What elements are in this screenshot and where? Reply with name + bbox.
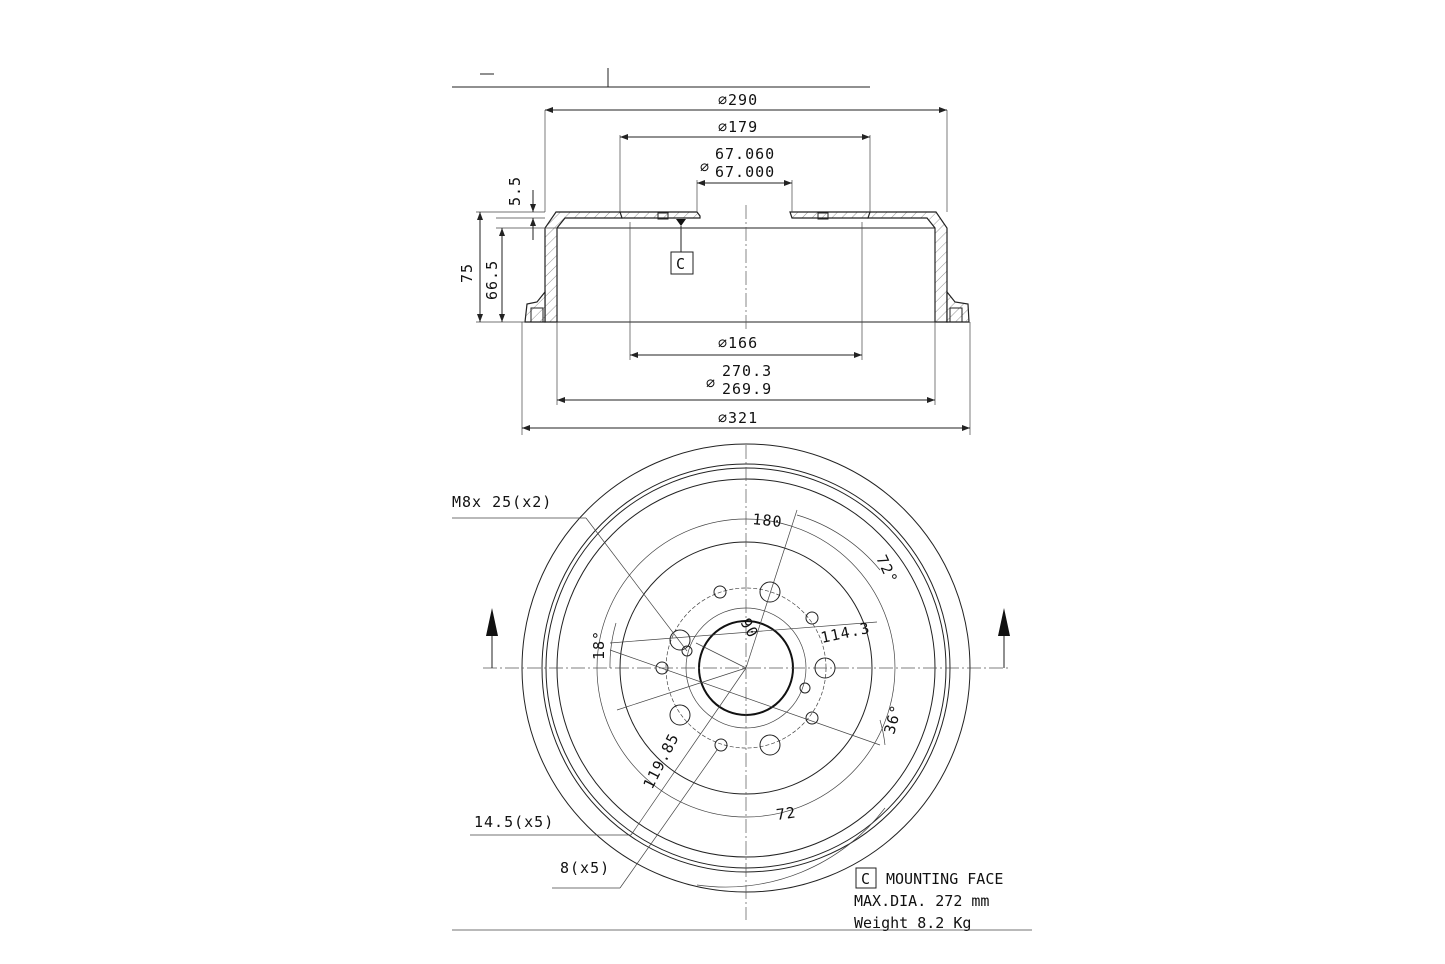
dim-dia-166: ∅166 xyxy=(718,334,758,352)
section-arrow-right-icon xyxy=(998,608,1010,636)
datum-c-box xyxy=(670,251,694,275)
dia-symbol-270: ∅ xyxy=(706,374,716,392)
datum-note-label: C xyxy=(861,870,870,888)
drum-section-right-flange xyxy=(946,290,970,323)
dim-dia-270-min: 269.9 xyxy=(722,380,772,398)
angle-18: 18° xyxy=(590,630,608,660)
hole-small-callout: 8(x5) xyxy=(560,859,610,877)
weight-note: Weight 8.2 Kg xyxy=(854,914,971,932)
dim-dia-321: ∅321 xyxy=(718,409,758,427)
dim-119-85: 119.85 xyxy=(640,730,683,792)
section-arrow-left-icon xyxy=(486,608,498,636)
notes: C MOUNTING FACE MAX.DIA. 272 mm Weight 8… xyxy=(854,867,1003,932)
section-view: C ∅290 ∅179 ∅ 67.060 67.000 ∅166 ∅ xyxy=(458,91,971,435)
thread-callout: M8x 25(x2) xyxy=(452,493,552,511)
mounting-face-note: MOUNTING FACE xyxy=(886,870,1003,888)
dim-height-total: 75 xyxy=(458,263,476,283)
large-holes xyxy=(669,581,836,756)
frame-lines xyxy=(452,68,1032,931)
dim-dia-67-min: 67.000 xyxy=(715,163,775,181)
dim-height-inner: 66.5 xyxy=(483,260,501,300)
hole-large-callout: 14.5(x5) xyxy=(474,813,554,831)
dia-symbol-67: ∅ xyxy=(700,158,710,176)
dim-90: 90 xyxy=(737,615,763,641)
dim-dia-270-max: 270.3 xyxy=(722,362,772,380)
angle-72-top: 72° xyxy=(872,552,901,587)
datum-c-label: C xyxy=(676,255,686,273)
max-dia-note: MAX.DIA. 272 mm xyxy=(854,892,989,910)
small-holes xyxy=(655,585,819,752)
front-view: M8x 25(x2) 180 72° 18° 90 114.3 36° 119.… xyxy=(452,443,1010,920)
drum-section-left-flange xyxy=(524,290,546,323)
dim-dia-67-max: 67.060 xyxy=(715,145,775,163)
dim-thickness: 5.5 xyxy=(506,176,524,206)
dim-114-3: 114.3 xyxy=(819,619,872,647)
angle-36: 36° xyxy=(880,702,905,736)
dim-dia-179: ∅179 xyxy=(718,118,758,136)
drum-section-face xyxy=(619,211,701,219)
datum-note-box xyxy=(855,867,877,889)
dim-180: 180 xyxy=(752,510,784,531)
dim-72-bottom: 72 xyxy=(775,803,797,824)
dim-dia-290: ∅290 xyxy=(718,91,758,109)
